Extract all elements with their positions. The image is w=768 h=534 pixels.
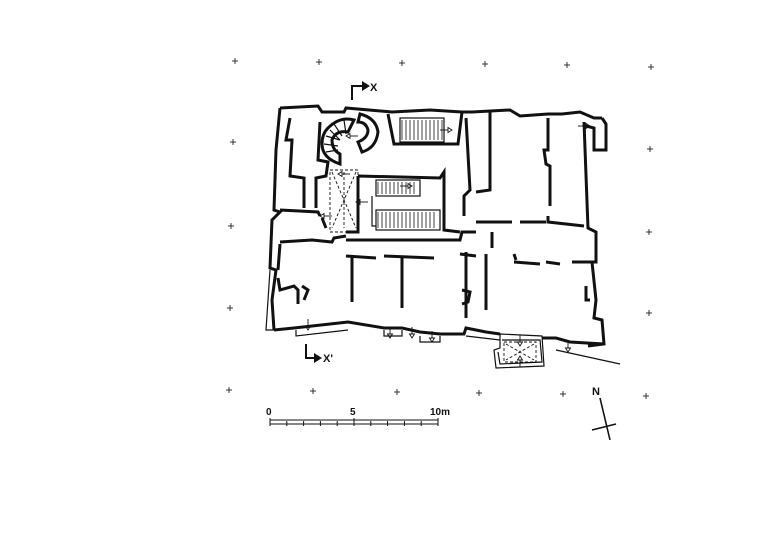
plus-cross-icon [399, 60, 405, 66]
east-wall-upper [585, 117, 608, 152]
arrow-icon [428, 331, 436, 343]
section-label-bottom: X' [323, 353, 333, 365]
staircase-north [399, 117, 445, 143]
east-wall [582, 121, 606, 348]
section-arrow-icon [362, 81, 370, 91]
section-mark-top: X [351, 81, 378, 100]
wall-stair-north [386, 111, 464, 146]
plus-cross-icon [643, 393, 649, 399]
plus-cross-icon [230, 139, 236, 145]
plus-cross-icon [476, 390, 482, 396]
north-label: N [592, 386, 600, 398]
arrow-icon [304, 319, 312, 331]
plus-cross-icon [232, 58, 238, 64]
direction-arrows [304, 122, 591, 367]
plus-cross-icon [647, 146, 653, 152]
south-wall-outline [295, 329, 501, 343]
north-arrow-icon: N [591, 386, 617, 441]
plus-cross-icon [646, 229, 652, 235]
wall-central-south [279, 230, 476, 244]
wall-east-rooms [462, 112, 492, 216]
wall-south-rooms [276, 243, 477, 271]
wall-ground-niche-east [461, 286, 590, 306]
arrow-icon [408, 327, 416, 339]
plus-cross-icon [560, 391, 566, 397]
wall-east-corridor [464, 252, 594, 318]
west-wall [268, 107, 283, 331]
arrow-icon [355, 198, 368, 206]
arrow-icon [386, 327, 394, 339]
porch [493, 333, 545, 369]
section-mark-bottom: X' [305, 344, 333, 365]
wall-ground-niche-west [276, 277, 310, 304]
arrow-icon [440, 126, 453, 134]
plus-cross-icon [227, 305, 233, 311]
west-wall-edge [265, 269, 274, 331]
scale-bar: 0 5 10m [266, 407, 450, 426]
scale-label-0: 0 [266, 407, 272, 418]
south-wall [273, 320, 501, 336]
plus-cross-icon [394, 389, 400, 395]
north-wall [279, 104, 602, 120]
plus-cross-icon [310, 388, 316, 394]
plus-cross-icon [564, 62, 570, 68]
arrow-icon [516, 355, 524, 367]
arrow-icon [578, 122, 591, 130]
arrow-icon [345, 132, 358, 140]
scale-label-5: 5 [350, 407, 356, 418]
grid-markers [226, 58, 654, 399]
spiral-staircase [320, 112, 380, 167]
plus-cross-icon [648, 64, 654, 70]
arrow-icon [516, 335, 524, 347]
wall-west-rooms [279, 117, 322, 217]
arrow-icon [319, 212, 332, 220]
staircase-central [371, 179, 441, 231]
south-wall-east [542, 336, 605, 346]
plus-cross-icon [226, 387, 232, 393]
section-arrow-icon [314, 353, 322, 363]
plus-cross-icon [646, 310, 652, 316]
street-edge [555, 349, 621, 365]
plus-cross-icon [316, 59, 322, 65]
wall-stair-west [314, 121, 330, 229]
arrow-icon [564, 341, 572, 353]
section-label-top: X [370, 82, 378, 94]
wall-mid-east [542, 118, 585, 228]
interior-walls [276, 111, 594, 318]
arrow-icon [337, 170, 350, 178]
spiral-core [356, 112, 380, 154]
building-outline [265, 104, 621, 365]
plus-cross-icon [228, 223, 234, 229]
wall-corridor [476, 220, 546, 248]
plus-cross-icon [482, 61, 488, 67]
scale-label-10m: 10m [430, 407, 450, 418]
arrow-icon [400, 182, 413, 190]
dashed-vaults [329, 169, 537, 363]
